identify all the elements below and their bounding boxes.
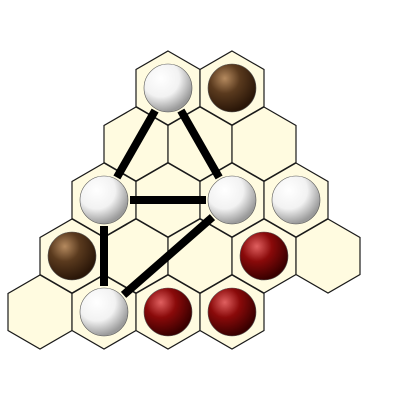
link-4	[120, 214, 216, 298]
red-piece-r4-c3[interactable]	[207, 287, 257, 337]
white-piece-r0-c0[interactable]	[143, 63, 193, 113]
white-piece-r2-c0[interactable]	[79, 175, 129, 225]
link-0	[113, 108, 159, 180]
brown-piece-r0-c1[interactable]	[207, 63, 257, 113]
pieces-layer	[47, 63, 321, 337]
link-1	[177, 108, 223, 180]
hex-cell-r3-c4[interactable]	[295, 218, 361, 294]
brown-piece-r3-c0[interactable]	[47, 231, 97, 281]
white-piece-r4-c1[interactable]	[79, 287, 129, 337]
white-piece-r2-c2[interactable]	[207, 175, 257, 225]
links-layer	[100, 108, 223, 298]
red-piece-r4-c2[interactable]	[143, 287, 193, 337]
red-piece-r3-c3[interactable]	[239, 231, 289, 281]
white-piece-r2-c3[interactable]	[271, 175, 321, 225]
